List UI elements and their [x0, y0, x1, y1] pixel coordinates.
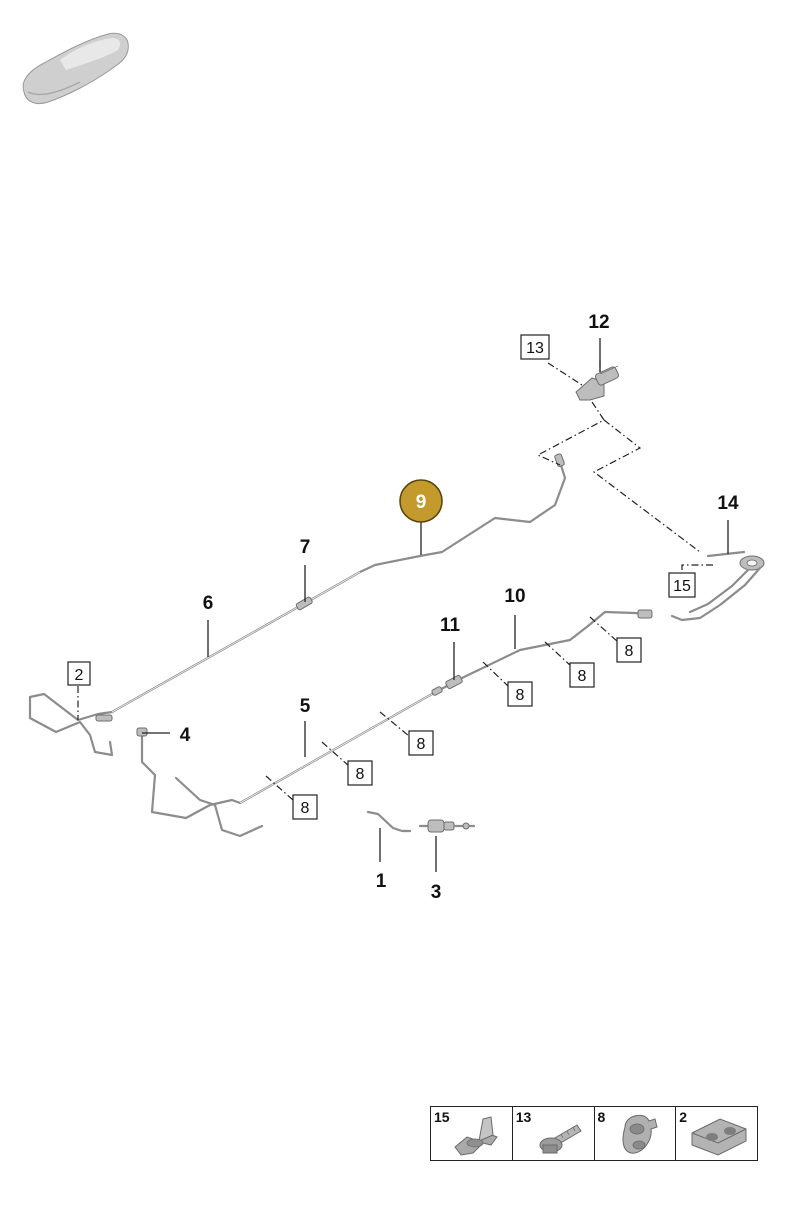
boxed-callout-2[interactable]: 2: [67, 661, 91, 686]
legend-cell-8[interactable]: 8: [595, 1107, 677, 1160]
union-nut-7: [295, 596, 313, 611]
svg-text:8: 8: [625, 643, 634, 660]
legend-cell-13[interactable]: 13: [513, 1107, 595, 1160]
callout-12[interactable]: 12: [588, 312, 609, 333]
svg-text:8: 8: [301, 800, 310, 817]
svg-text:8: 8: [417, 736, 426, 753]
fitting-4: [136, 727, 148, 737]
callout-3[interactable]: 3: [431, 882, 442, 903]
svg-text:15: 15: [673, 578, 691, 595]
boxed-callout-8[interactable]: 8: [507, 681, 533, 707]
pipe-clip-icon: [622, 1114, 658, 1154]
callout-14[interactable]: 14: [717, 493, 739, 514]
svg-text:2: 2: [75, 667, 84, 684]
legend-number: 13: [515, 1109, 532, 1125]
svg-text:13: 13: [526, 340, 544, 357]
legend-number: 15: [434, 1109, 450, 1125]
double-clip-icon: [691, 1118, 747, 1156]
highlight-circle: [399, 479, 443, 523]
clip-2-part: [95, 714, 113, 722]
pipe-end-10: [637, 609, 653, 619]
svg-text:8: 8: [516, 687, 525, 704]
legend-cell-15[interactable]: 15: [431, 1107, 513, 1160]
car-thumbnail-icon: [22, 32, 129, 105]
boxed-callout-8[interactable]: 8: [292, 794, 318, 820]
callout-6[interactable]: 6: [203, 593, 214, 614]
brake-hose-3: [418, 819, 476, 833]
boxed-callout-13[interactable]: 13: [520, 334, 550, 360]
boxed-callout-15[interactable]: 15: [668, 572, 696, 598]
boxed-callout-8[interactable]: 8: [408, 730, 434, 756]
bolt-icon: [539, 1124, 582, 1154]
callout-5[interactable]: 5: [300, 696, 311, 717]
callout-4[interactable]: 4: [180, 725, 191, 746]
svg-text:8: 8: [578, 668, 587, 685]
callout-11[interactable]: 11: [440, 615, 461, 636]
callout-9-label: 9: [416, 492, 427, 513]
brake-line-lower: [140, 610, 652, 838]
brake-pipe-1: [366, 810, 412, 833]
union-nut-11: [431, 674, 463, 696]
callout-7[interactable]: 7: [300, 537, 311, 558]
boxed-callout-8[interactable]: 8: [616, 637, 642, 663]
leader-lines: [142, 338, 729, 872]
brake-hose-14: [670, 550, 765, 622]
boxed-callout-8[interactable]: 8: [347, 760, 373, 786]
reference-lines: [77, 360, 716, 801]
callout-10[interactable]: 10: [504, 586, 525, 607]
push-clip-icon: [454, 1116, 498, 1156]
callout-1[interactable]: 1: [376, 871, 387, 892]
parts-legend: 15 13 8 2: [430, 1106, 758, 1161]
svg-text:8: 8: [356, 766, 365, 783]
boxed-callout-8[interactable]: 8: [569, 662, 595, 688]
bracket-12: [575, 365, 620, 401]
legend-cell-2[interactable]: 2: [676, 1107, 757, 1160]
legend-number: 8: [597, 1109, 606, 1125]
callout-9-highlight[interactable]: 9: [399, 479, 443, 523]
legend-number: 2: [679, 1109, 688, 1125]
